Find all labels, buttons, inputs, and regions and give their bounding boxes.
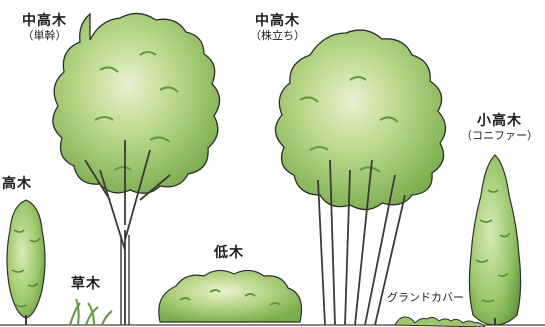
label-groundcover-name: グランドカバー — [387, 291, 464, 304]
label-medium-tall-multi-note: （株立ち） — [250, 29, 305, 42]
label-tall: 高木 — [2, 176, 32, 192]
label-grass-name: 草木 — [71, 276, 101, 292]
medium-tall-tree-single-trunk — [52, 12, 221, 325]
label-medium-tall-single: 中高木 （単幹） — [22, 13, 67, 43]
label-shrub-name: 低木 — [214, 245, 244, 261]
label-medium-tall-single-note: （単幹） — [22, 29, 67, 42]
label-medium-tall-single-name: 中高木 — [22, 13, 67, 29]
label-small-tall-conifer: 小高木 （コニファー） — [461, 113, 538, 143]
label-small-tall-conifer-name: 小高木 — [477, 113, 522, 129]
label-tall-name: 高木 — [2, 176, 32, 192]
ground-cover — [394, 316, 486, 327]
label-medium-tall-multi: 中高木 （株立ち） — [250, 13, 305, 43]
small-tree-conifer — [468, 154, 522, 326]
grass — [69, 298, 113, 326]
label-grass: 草木 — [71, 276, 101, 292]
label-small-tall-conifer-note: （コニファー） — [461, 129, 538, 142]
label-shrub: 低木 — [214, 245, 244, 261]
shrub — [158, 269, 303, 323]
medium-tall-tree-multi-stem — [274, 29, 447, 326]
label-medium-tall-multi-name: 中高木 — [255, 13, 300, 29]
tall-tree — [6, 199, 46, 325]
label-groundcover: グランドカバー — [387, 291, 464, 305]
